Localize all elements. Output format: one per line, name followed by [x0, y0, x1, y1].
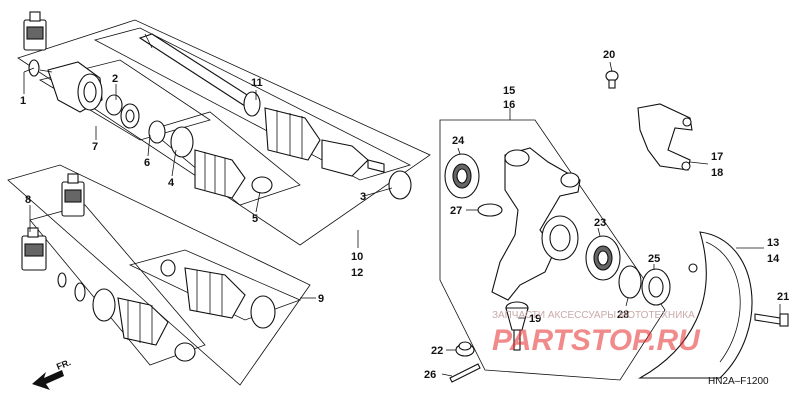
callout-20: 20	[603, 49, 615, 61]
knuckle-assembly-box	[439, 119, 666, 381]
callout-19: 19	[529, 313, 541, 325]
direction-label: FR.	[55, 357, 72, 372]
bolt-icon	[754, 313, 789, 327]
steering-knuckle-icon	[491, 147, 581, 301]
callout-4: 4	[168, 177, 175, 189]
callout-24: 24	[452, 135, 465, 147]
bearing-icon	[444, 153, 480, 199]
diagram-code: HN2A–F1200	[708, 376, 769, 387]
callout-7: 7	[92, 141, 98, 153]
callout-26: 26	[424, 369, 436, 381]
watermark-logo: PARTSTOP.RU	[492, 324, 701, 357]
cotter-pin-icon	[449, 363, 481, 383]
callout-1: 1	[20, 95, 26, 107]
leader-lines	[23, 61, 781, 377]
disc-cover-icon	[637, 231, 753, 379]
castle-nut-icon	[455, 341, 475, 357]
callout-10: 10	[351, 251, 363, 263]
callout-3: 3	[360, 191, 366, 203]
lower-assembly-box	[7, 164, 311, 386]
grease-bottle-icon	[21, 227, 47, 271]
callout-15: 15	[503, 85, 515, 97]
bearing-icon	[585, 235, 621, 281]
seal-icon	[641, 268, 671, 306]
callout-16: 16	[503, 99, 515, 111]
grease-bottle-icon	[61, 173, 85, 217]
boot-icon	[194, 149, 273, 199]
callout-22: 22	[431, 345, 443, 357]
callout-9: 9	[318, 293, 324, 305]
callout-17: 17	[711, 151, 723, 163]
circlip-icon	[477, 203, 503, 217]
callout-6: 6	[144, 157, 150, 169]
callout-28: 28	[617, 309, 629, 321]
front-direction-arrow: FR.	[32, 357, 72, 390]
callout-12: 12	[351, 267, 363, 279]
callout-11: 11	[251, 77, 263, 89]
axle-shaft-icon	[138, 33, 412, 200]
circlip-icon	[618, 265, 642, 299]
callout-21: 21	[777, 291, 789, 303]
outer-cv-joint-icon	[39, 61, 103, 113]
callout-13: 13	[767, 237, 779, 249]
lower-boot-icon	[57, 259, 276, 362]
hose-guide-icon	[605, 70, 693, 171]
callout-5: 5	[252, 213, 258, 225]
callout-27: 27	[450, 205, 462, 217]
outer-joint-kit-box	[38, 59, 211, 141]
callout-23: 23	[594, 217, 606, 229]
lower-boot-kit-box	[29, 204, 206, 366]
ball-joint-icon	[505, 301, 529, 351]
grease-bottle-icon	[23, 11, 47, 51]
callout-14: 14	[767, 253, 780, 265]
callout-25: 25	[648, 253, 660, 265]
watermark-caption: ЗАПЧАСТИ АКСЕССУАРЫ МОТОТЕХНИКА	[492, 310, 695, 321]
callout-2: 2	[112, 73, 118, 85]
callout-18: 18	[711, 167, 723, 179]
callout-8: 8	[25, 194, 31, 206]
